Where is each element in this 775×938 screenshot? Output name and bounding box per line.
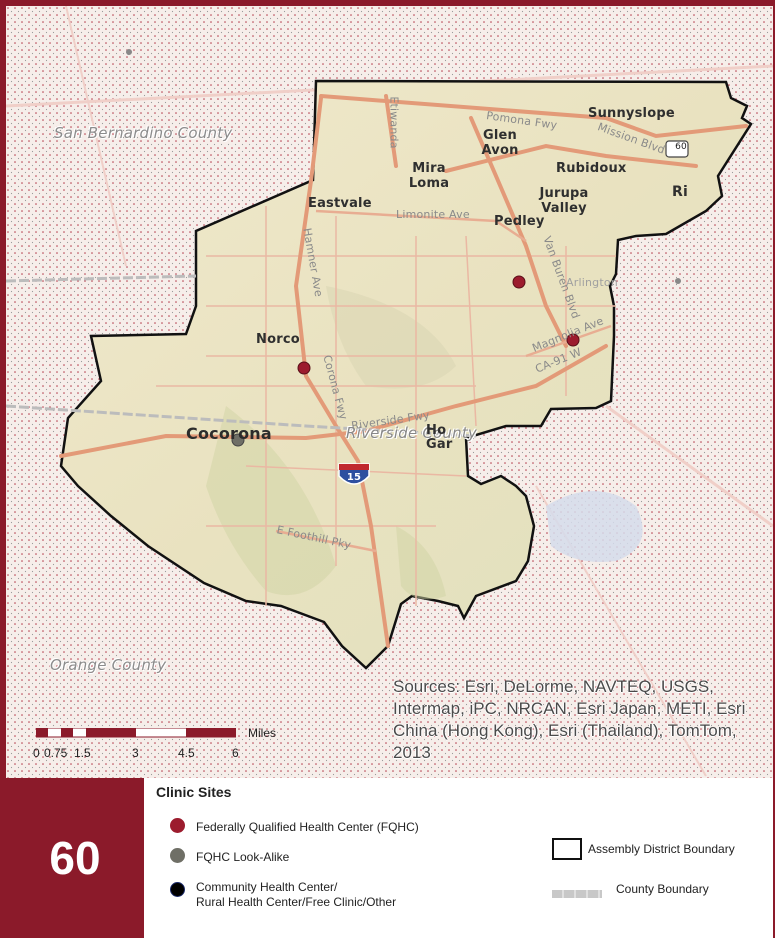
city-label-norco: Norco — [256, 332, 300, 347]
highway-shield-60-label: 60 — [675, 142, 687, 152]
legend-fqhc-label: Federally Qualified Health Center (FQHC) — [196, 820, 419, 834]
fqhc-clinic-marker[interactable] — [512, 275, 526, 289]
assembly-boundary-legend-icon — [552, 838, 582, 860]
minor-streets — [156, 206, 616, 606]
legend-assembly-boundary-label: Assembly District Boundary — [588, 842, 735, 856]
map-canvas — [6, 6, 773, 778]
map-area[interactable]: San Bernardino County Riverside County O… — [6, 6, 773, 778]
road-mission-blvd — [444, 143, 698, 173]
fqhc-legend-icon — [170, 818, 185, 833]
lake — [546, 491, 643, 562]
city-label-pedley: Pedley — [494, 214, 545, 229]
map-sources-attribution: Sources: Esri, DeLorme, NAVTEQ, USGS, In… — [393, 677, 746, 762]
fqhc-clinic-marker[interactable] — [297, 361, 311, 375]
district-number-badge: 60 — [6, 778, 144, 938]
city-label-corona: Cocorona — [186, 424, 272, 443]
county-boundary-legend-icon — [552, 890, 602, 898]
scale-unit-label: Miles — [248, 726, 277, 740]
scale-tick: 3 — [132, 746, 139, 760]
scale-bar-graphic — [36, 728, 236, 738]
legend-county-boundary-label: County Boundary — [616, 882, 709, 896]
city-label-glen-avon: Glen Avon — [481, 128, 519, 158]
county-label-san-bernardino: San Bernardino County — [54, 124, 233, 142]
poi-marker — [675, 278, 681, 284]
city-label-riverside: Ri — [672, 184, 688, 200]
map-legend: Clinic Sites Federally Qualified Health … — [150, 780, 770, 936]
lookalike-legend-icon — [170, 848, 185, 863]
city-label-arlington: Arlington — [566, 276, 618, 289]
scale-tick: 6 — [232, 746, 239, 760]
road-van-buren — [469, 116, 568, 348]
county-boundary-line — [6, 404, 477, 438]
county-label-orange: Orange County — [50, 656, 167, 674]
terrain-shading — [396, 526, 446, 600]
legend-chc-label: Community Health Center/Rural Health Cen… — [196, 880, 397, 909]
community-health-center-legend-icon — [170, 882, 185, 897]
scale-tick: 0.75 — [44, 746, 68, 760]
road-pomona-fwy — [319, 94, 748, 139]
scale-tick: 0 — [33, 746, 40, 760]
city-label-jurupa-valley: Jurupa Valley — [539, 186, 589, 216]
city-label-rubidoux: Rubidoux — [556, 161, 627, 176]
city-label-eastvale: Eastvale — [308, 196, 372, 211]
city-label-mira-loma: Mira Loma — [408, 161, 450, 191]
terrain-shading — [206, 406, 336, 596]
highway-shield-60 — [665, 140, 689, 158]
legend-title: Clinic Sites — [156, 784, 232, 800]
scale-tick: 4.5 — [178, 746, 195, 760]
scale-tick: 1.5 — [74, 746, 91, 760]
county-boundary-line — [6, 274, 197, 283]
road-corona-fwy — [293, 96, 390, 648]
background-road — [65, 6, 127, 267]
road-label-etiwanda: Etiwanda — [387, 96, 401, 149]
road-etiwanda — [384, 94, 398, 168]
county-label-riverside: Riverside County — [346, 424, 477, 442]
highway-shield-15 — [338, 463, 370, 485]
background-road — [605, 404, 773, 528]
fqhc-clinic-marker[interactable] — [566, 333, 580, 347]
scale-bar: Miles 0 0.75 1.5 3 4.5 6 — [33, 724, 296, 764]
fqhc-lookalike-marker[interactable] — [231, 433, 245, 447]
poi-marker — [126, 49, 132, 55]
legend-lookalike-label: FQHC Look-Alike — [196, 850, 290, 864]
city-label-sunnyslope: Sunnyslope — [588, 106, 675, 121]
road-label-limonite-ave: Limonite Ave — [396, 208, 470, 221]
highway-shield-15-label: 15 — [346, 472, 362, 483]
terrain-shading — [326, 286, 456, 389]
